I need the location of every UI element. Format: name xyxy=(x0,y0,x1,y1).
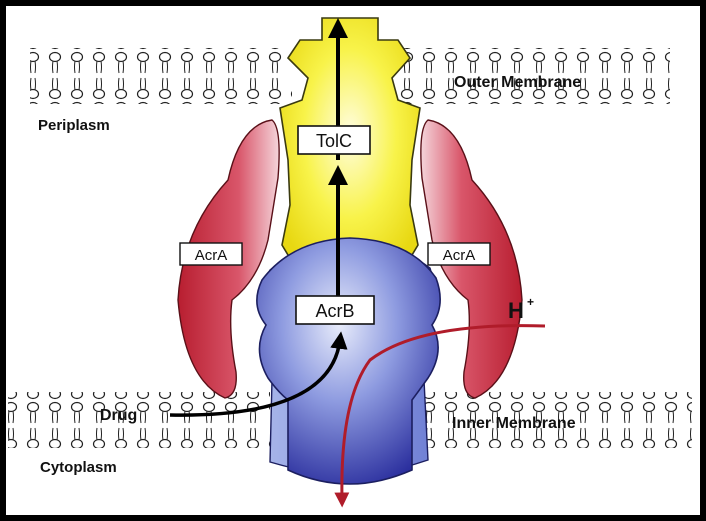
acra-left-label-box: AcrA xyxy=(179,242,243,266)
cytoplasm-label: Cytoplasm xyxy=(40,459,117,476)
tolc-label-box: TolC xyxy=(297,125,371,155)
tolc-label: TolC xyxy=(316,131,352,151)
proton-charge: + xyxy=(527,295,534,309)
outer-membrane-label: Outer Membrane xyxy=(454,74,581,91)
acra-right-label-box: AcrA xyxy=(427,242,491,266)
inner-membrane-label: Inner Membrane xyxy=(452,415,576,432)
acrb-label-box: AcrB xyxy=(295,295,375,325)
proton-label: H xyxy=(508,298,524,323)
acra-right-label: AcrA xyxy=(443,247,476,264)
periplasm-label: Periplasm xyxy=(38,117,110,134)
outer-membrane xyxy=(30,48,670,104)
inner-membrane xyxy=(8,392,692,448)
drug-label: Drug xyxy=(100,407,137,424)
proton-arrow xyxy=(334,324,546,508)
acrb-label: AcrB xyxy=(315,301,354,321)
acra-left-label: AcrA xyxy=(195,247,228,264)
